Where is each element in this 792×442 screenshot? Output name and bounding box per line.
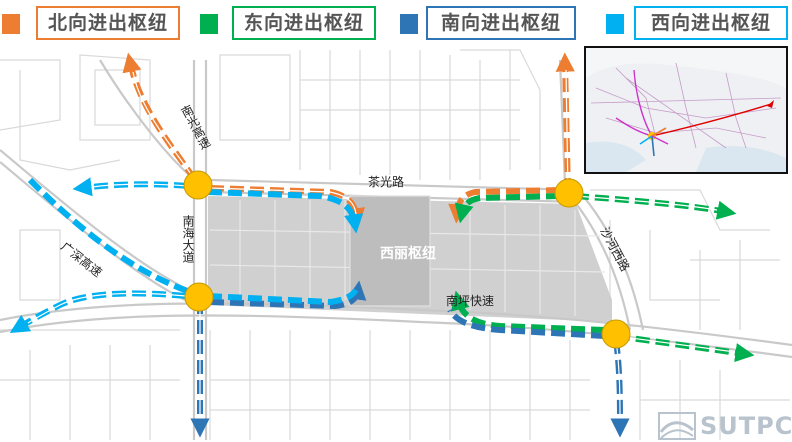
legend: 北向进出枢纽 东向进出枢纽 南向进出枢纽 西向进出枢纽 (0, 4, 792, 42)
node-northeast (554, 178, 584, 208)
legend-item-east: 东向进出枢纽 (200, 6, 380, 40)
node-southwest (184, 282, 214, 312)
label-nanping: 南坪快速 (446, 293, 494, 308)
inset-map-graphic (586, 62, 786, 172)
street-network (0, 49, 790, 440)
legend-label-south: 南向进出枢纽 (426, 6, 576, 40)
legend-label-east: 东向进出枢纽 (232, 6, 376, 40)
north-route-centerlines (132, 69, 569, 215)
node-northwest (183, 170, 213, 200)
legend-swatch-east (200, 14, 218, 34)
label-nanhai: 南海大道 (181, 214, 195, 263)
sutpc-watermark: SUTPC (656, 410, 792, 440)
sutpc-logo-icon (658, 412, 696, 440)
interchange-nodes (183, 170, 631, 349)
legend-swatch-west (606, 14, 624, 34)
label-guangshen: 广深高速 (58, 239, 105, 280)
legend-swatch-south (400, 14, 418, 34)
route-white-centerlines (27, 183, 736, 419)
legend-swatch-north (2, 14, 20, 34)
label-chaguang: 茶光路 (368, 174, 404, 189)
legend-item-west: 西向进出枢纽 (606, 6, 790, 40)
legend-label-north: 北向进出枢纽 (36, 6, 180, 40)
legend-label-west: 西向进出枢纽 (634, 6, 788, 40)
legend-item-north: 北向进出枢纽 (2, 6, 182, 40)
legend-item-south: 南向进出枢纽 (400, 6, 580, 40)
inset-overview-map (584, 46, 788, 174)
label-hub: 西丽枢纽 (380, 245, 436, 262)
watermark-text: SUTPC (700, 412, 792, 440)
node-southeast (601, 319, 631, 349)
